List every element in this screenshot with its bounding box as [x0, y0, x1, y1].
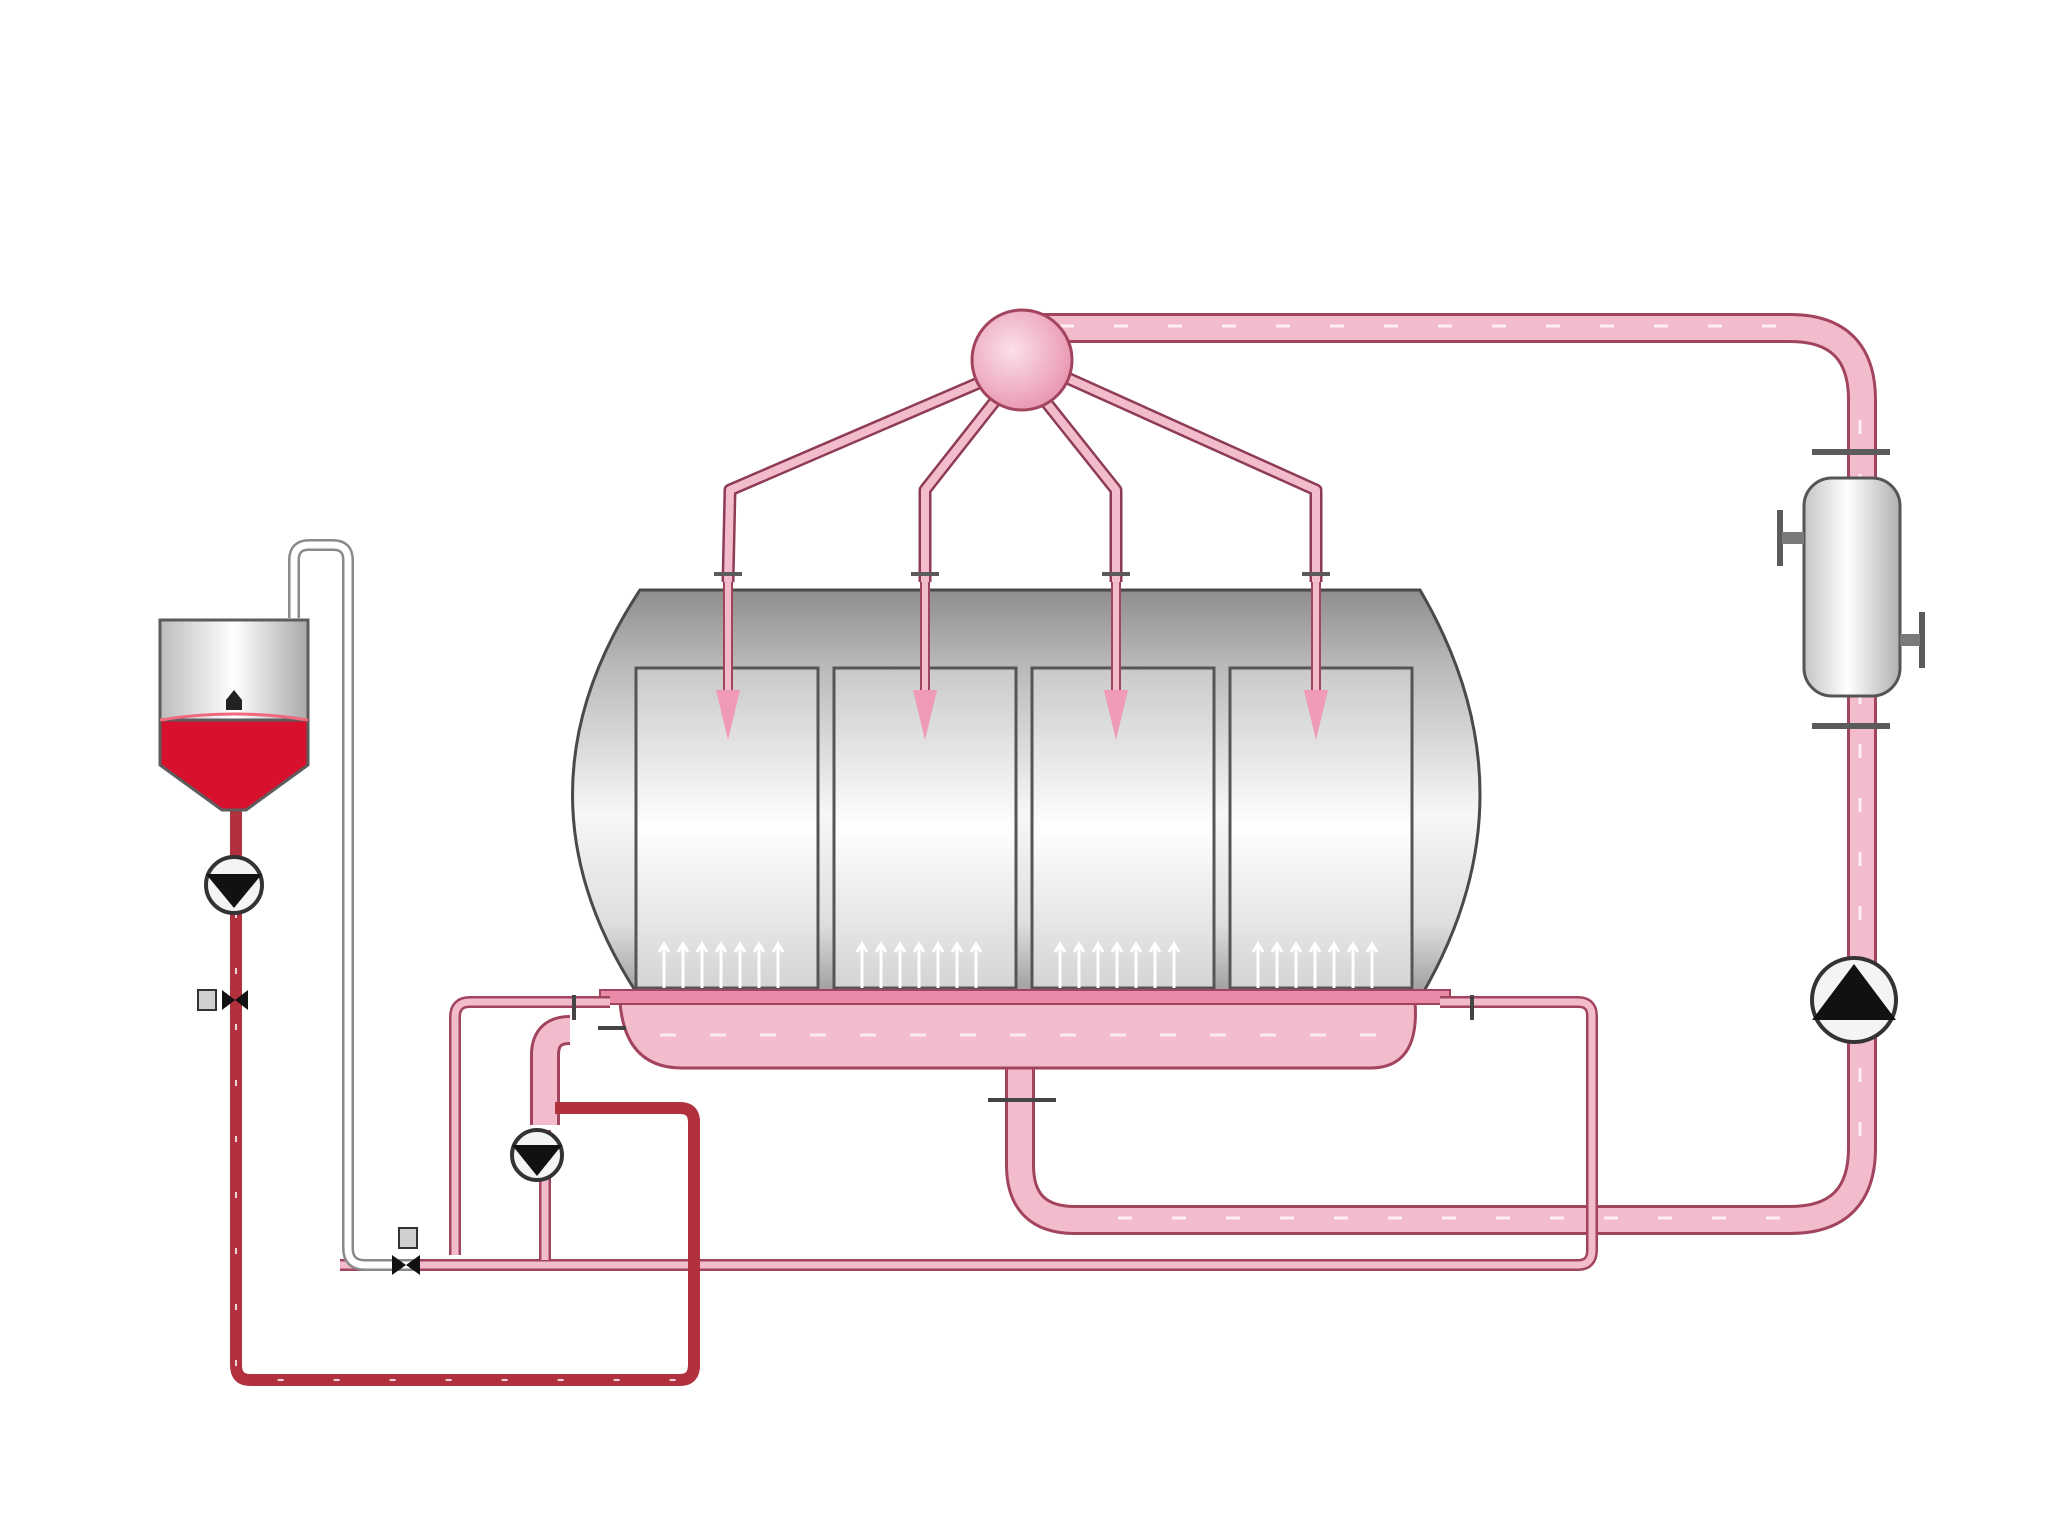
- tank-compartments: [634, 666, 1414, 990]
- spray-arrows: [716, 690, 1328, 740]
- nozzle-arrow: [714, 941, 728, 988]
- return-valve: [392, 1227, 420, 1275]
- manifold-feed-lines: [721, 366, 1323, 583]
- bottom-nozzle-arrows: [657, 941, 1379, 988]
- nozzle-arrow: [1270, 941, 1284, 988]
- nozzle-arrow: [1308, 941, 1322, 988]
- nozzle-arrow: [950, 941, 964, 988]
- dosing-valve: [197, 989, 248, 1011]
- nozzle-arrow: [657, 941, 671, 988]
- nozzle-arrow: [1327, 941, 1341, 988]
- nozzle-arrow: [1129, 941, 1143, 988]
- circulation-pump: [1810, 956, 1898, 1044]
- nozzle-arrow: [1091, 941, 1105, 988]
- heat-exchanger: [1777, 449, 1925, 729]
- vent-return-line: [288, 539, 420, 1271]
- nozzle-arrow: [1289, 941, 1303, 988]
- bottom-pump: [510, 1128, 564, 1182]
- manifold-sphere-icon: [970, 308, 1074, 412]
- nozzle-arrow: [1251, 941, 1265, 988]
- horizontal-tank: [571, 572, 1482, 1070]
- nozzle-arrow: [1148, 941, 1162, 988]
- nozzle-arrow: [931, 941, 945, 988]
- nozzle-arrow: [1365, 941, 1379, 988]
- nozzle-arrow: [771, 941, 785, 988]
- nozzle-arrow: [969, 941, 983, 988]
- nozzle-arrow: [893, 941, 907, 988]
- nozzle-arrow: [1072, 941, 1086, 988]
- nozzle-arrow: [733, 941, 747, 988]
- nozzle-arrow: [1346, 941, 1360, 988]
- nozzle-arrow: [1167, 941, 1181, 988]
- nozzle-arrow: [1053, 941, 1067, 988]
- dosing-line: [230, 800, 700, 1386]
- dosing-vessel: [158, 618, 310, 812]
- pipe-flanges: [572, 995, 1474, 1102]
- nozzle-arrow: [752, 941, 766, 988]
- dosing-pump: [204, 855, 264, 915]
- nozzle-arrow: [695, 941, 709, 988]
- nozzle-arrow: [676, 941, 690, 988]
- nozzle-arrow: [1110, 941, 1124, 988]
- nozzle-arrow: [912, 941, 926, 988]
- nozzle-arrow: [855, 941, 869, 988]
- nozzle-arrow: [874, 941, 888, 988]
